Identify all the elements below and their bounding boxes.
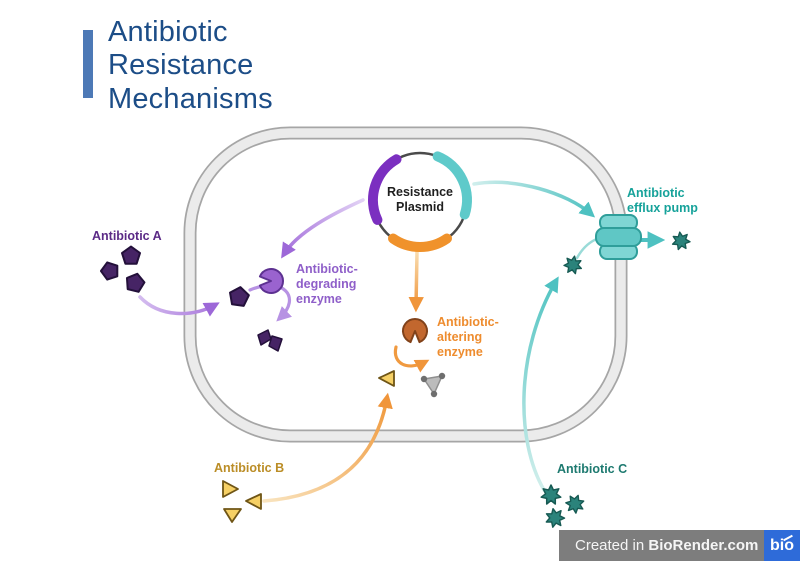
label-efflux-pump: Antibiotic efflux pump	[627, 186, 698, 215]
antibiotic-b-molecule-inside	[378, 370, 395, 387]
label-degrading-enzyme: Antibiotic-degrading enzyme	[296, 262, 358, 306]
biorender-watermark: Created in BioRender.com bio	[559, 530, 800, 561]
antibiotic-b-molecules	[222, 370, 395, 523]
antibiotic-c-molecule-inside	[563, 255, 583, 275]
title-accent-bar	[83, 30, 93, 98]
label-resistance-plasmid: Resistance Plasmid	[386, 185, 453, 214]
biorender-logo-text: bio	[770, 536, 794, 554]
plasmid-gene-orange	[388, 233, 452, 252]
altering-enzyme	[402, 318, 428, 344]
arrow-plasmid-to-altering-enzyme	[408, 250, 424, 313]
resistance-plasmid	[367, 151, 472, 252]
degraded-antibiotic-fragments	[257, 329, 283, 352]
arrow-antibiotic-b-entry	[262, 392, 393, 503]
antibiotic-a-molecules	[99, 245, 250, 307]
plasmid-gene-teal	[432, 151, 472, 220]
diagram-title-block: Antibiotic Resistance Mechanisms	[83, 16, 333, 116]
watermark-brand: BioRender.com	[648, 537, 759, 554]
antibiotic-a-molecule-inside	[229, 286, 250, 307]
arrow-alteration	[393, 345, 430, 373]
label-antibiotic-c: Antibiotic C	[557, 462, 628, 476]
label-antibiotic-b: Antibiotic B	[214, 461, 285, 475]
cell-membrane	[183, 126, 628, 443]
antibiotic-c-molecules	[540, 231, 691, 528]
altered-antibiotic-molecule	[420, 372, 446, 398]
label-antibiotic-a: Antibiotic A	[92, 229, 162, 243]
arrow-antibiotic-a-entry	[138, 295, 220, 317]
plasmid-gene-purple	[367, 154, 402, 225]
efflux-pump	[595, 214, 642, 260]
arrow-antibiotic-c-entry	[522, 276, 559, 492]
arrow-plasmid-to-efflux-pump	[472, 180, 596, 218]
label-altering-enzyme: Antibiotic-altering enzyme	[437, 315, 499, 359]
biorender-logo: bio	[764, 530, 800, 561]
arrow-plasmid-to-degrading-enzyme	[281, 198, 365, 259]
watermark-text: Created in BioRender.com	[559, 530, 764, 561]
antibiotic-c-molecule-effluxed	[671, 231, 691, 251]
watermark-prefix: Created in	[575, 537, 649, 554]
page-title: Antibiotic Resistance Mechanisms	[108, 16, 273, 115]
degrading-enzyme	[258, 268, 284, 294]
